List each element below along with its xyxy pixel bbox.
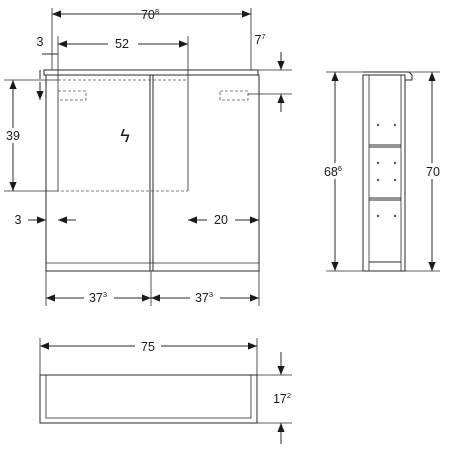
- dim-inner-offset-label: 3: [37, 35, 44, 49]
- dim-mirror-height-bg: [3, 128, 23, 143]
- dim-mirror-width-label: 52: [115, 37, 129, 51]
- dim-total-height-label: 70: [426, 165, 440, 179]
- dim-top-width-label: 75: [141, 340, 155, 354]
- dim-mirror-width-bg: [108, 36, 138, 50]
- side-shelf-pegs: [376, 123, 397, 218]
- top-view: 75 172: [39, 338, 292, 444]
- dim-right-door-label: 373: [195, 290, 213, 305]
- side-top-cap: [363, 71, 413, 81]
- socket-icon: ϟ: [120, 126, 130, 146]
- dim-top-width-bg: [135, 338, 161, 353]
- light-right: [219, 90, 249, 101]
- dim-mirror-height-label: 39: [6, 129, 20, 143]
- top-inner: [45, 374, 252, 419]
- dim-right-door-bg: [190, 290, 220, 305]
- dim-right-margin-label: 20: [214, 213, 228, 227]
- cabinet-top-cap: [43, 69, 259, 76]
- side-body: [362, 74, 406, 272]
- dim-top-offset-label: 77: [254, 32, 265, 47]
- dim-left-margin-label: 3: [15, 213, 22, 227]
- dim-right-margin-bg: [207, 212, 235, 227]
- light-left: [57, 90, 87, 101]
- top-body: [39, 374, 258, 424]
- dim-overall-width-label: 708: [141, 7, 159, 22]
- dim-depth-label: 172: [273, 391, 291, 406]
- dim-inner-height-label: 686: [324, 164, 342, 179]
- front-view: ϟ 708 52 3 77 39 3: [3, 7, 292, 306]
- dim-total-height-bg: [422, 163, 444, 179]
- dim-left-door-label: 373: [89, 290, 107, 305]
- inner-outline: [57, 79, 189, 192]
- dim-left-door-bg: [84, 290, 114, 305]
- dim-inner-height-bg: [322, 163, 348, 179]
- side-view: 686 70: [322, 71, 444, 272]
